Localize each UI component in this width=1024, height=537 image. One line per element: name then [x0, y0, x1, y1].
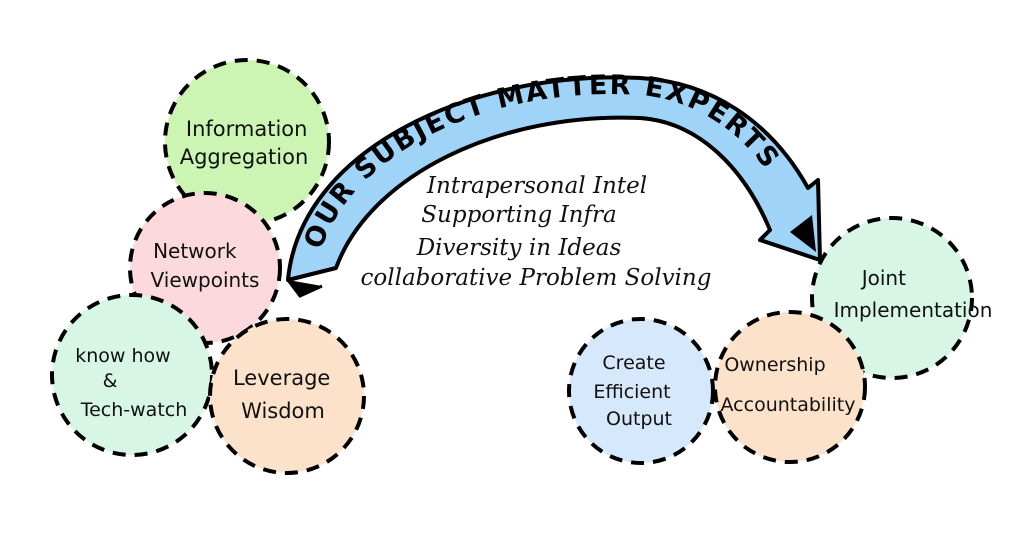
bubble-create-efficient-output: Create Efficient Output [567, 317, 715, 465]
svg-text:Network Viewpoints: Network Viewpoints [151, 239, 260, 292]
bubble-line: Ownership [724, 354, 825, 376]
bubble-line: Tech-watch [80, 399, 188, 421]
bubble-line: know how [75, 345, 170, 367]
bubble-information-aggregation: Information Aggregation [163, 58, 331, 226]
bubble-ownership-accountability: Ownership Accountability [713, 310, 867, 464]
svg-text:know how & Tech-wa: know how & Tech-watch [75, 345, 187, 421]
bubble-line: Accountability [721, 394, 856, 416]
bubble-line: Create [602, 352, 665, 374]
bubble-line: Implementation [834, 298, 993, 322]
bubble-line: Efficient [593, 381, 670, 403]
bubble-circle [810, 216, 974, 380]
svg-text:Create Efficient O: Create Efficient Output [593, 352, 676, 430]
center-line: collaborative Problem Solving [361, 265, 712, 291]
bubble-line: Viewpoints [151, 268, 260, 292]
bubble-circle [567, 317, 715, 465]
bubble-circle [163, 58, 331, 226]
bubble-line: Wisdom [241, 399, 325, 423]
bubble-line: Network [153, 239, 237, 263]
bubble-line: Aggregation [180, 145, 309, 169]
bubble-circle [713, 310, 867, 464]
svg-text:Ownership Accountability: Ownership Accountability [721, 354, 856, 416]
bubble-line: Output [606, 408, 672, 430]
svg-text:Joint Implementation: Joint Implementation [834, 266, 993, 322]
bubble-line: Information [186, 117, 308, 141]
arrow-tail-mark [286, 279, 323, 298]
bubble-joint-implementation: Joint Implementation [810, 216, 993, 380]
center-text-block: Intrapersonal Intel Supporting Infra Div… [361, 173, 712, 291]
bubble-network-viewpoints: Network Viewpoints [128, 191, 282, 345]
center-line: Diversity in Ideas [416, 235, 622, 261]
bubble-line: Leverage [233, 366, 330, 390]
bubble-know-how-tech-watch: know how & Tech-watch [50, 293, 214, 457]
bubble-leverage-wisdom: Leverage Wisdom [208, 317, 366, 475]
bubble-line: Joint [860, 266, 906, 290]
center-line: Intrapersonal Intel [426, 173, 647, 199]
center-line: Supporting Infra [421, 202, 616, 228]
bubble-circle [50, 293, 214, 457]
svg-text:Information Aggregation: Information Aggregation [180, 117, 314, 169]
svg-text:Leverage Wisdom: Leverage Wisdom [233, 366, 337, 423]
bubble-line: & [103, 370, 118, 392]
arrow-body [286, 75, 822, 282]
arrow-head-shade [790, 215, 816, 252]
bubble-circle [208, 317, 366, 475]
